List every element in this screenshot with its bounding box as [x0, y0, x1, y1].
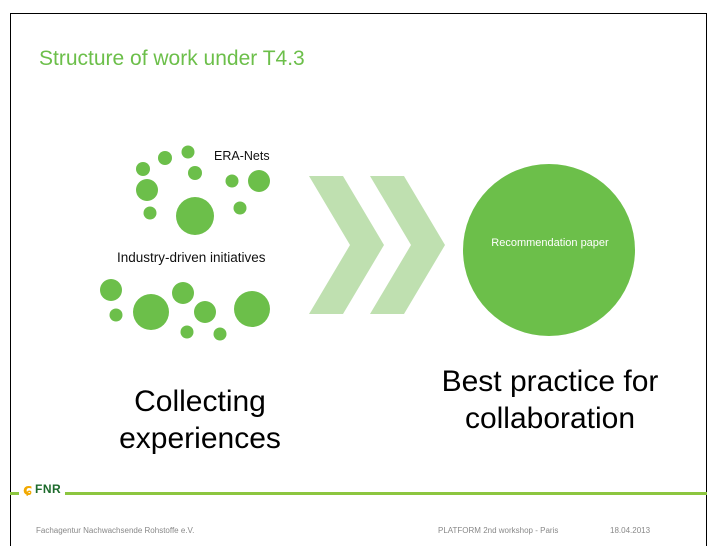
- best-practice-label: Best practice for collaboration: [441, 365, 659, 435]
- era-nets-label: ERA-Nets: [214, 149, 270, 163]
- chevron-arrow: [370, 176, 445, 314]
- chevron-arrow: [309, 176, 384, 314]
- footer-organisation: Fachagentur Nachwachsende Rohstoffe e.V.: [36, 526, 195, 535]
- cluster-dot: [188, 166, 202, 180]
- cluster-dot: [136, 179, 158, 201]
- leaf-icon: ɕ: [23, 480, 33, 499]
- cluster-dot: [194, 301, 216, 323]
- footer-divider: [10, 492, 707, 495]
- cluster-dot: [225, 174, 239, 188]
- footer-event: PLATFORM 2nd workshop - Paris: [438, 526, 559, 535]
- cluster-dot: [176, 197, 214, 235]
- fnr-logo: ɕ FNR: [19, 479, 65, 499]
- industry-label: Industry-driven initiatives: [117, 250, 266, 265]
- cluster-dot: [213, 327, 227, 341]
- cluster-dot: [158, 151, 172, 165]
- cluster-dot: [180, 325, 194, 339]
- cluster-dot: [100, 279, 122, 301]
- recommendation-circle: [463, 164, 635, 336]
- cluster-dot: [172, 282, 194, 304]
- recommendation-label: Recommendation paper: [491, 237, 609, 249]
- logo-text: FNR: [35, 482, 62, 496]
- cluster-dot: [233, 201, 247, 215]
- cluster-dot: [234, 291, 270, 327]
- cluster-dot: [133, 294, 169, 330]
- cluster-dot: [136, 162, 150, 176]
- cluster-dot: [248, 170, 270, 192]
- footer-date: 18.04.2013: [610, 526, 651, 535]
- cluster-dot: [181, 145, 195, 159]
- slide-frame: [10, 13, 707, 546]
- era-nets-cluster: [136, 145, 270, 235]
- collecting-experiences-label: Collecting experiences: [119, 385, 281, 455]
- cluster-dot: [143, 206, 157, 220]
- industry-cluster: [100, 279, 270, 341]
- slide-title: Structure of work under T4.3: [39, 47, 305, 70]
- cluster-dot: [109, 308, 123, 322]
